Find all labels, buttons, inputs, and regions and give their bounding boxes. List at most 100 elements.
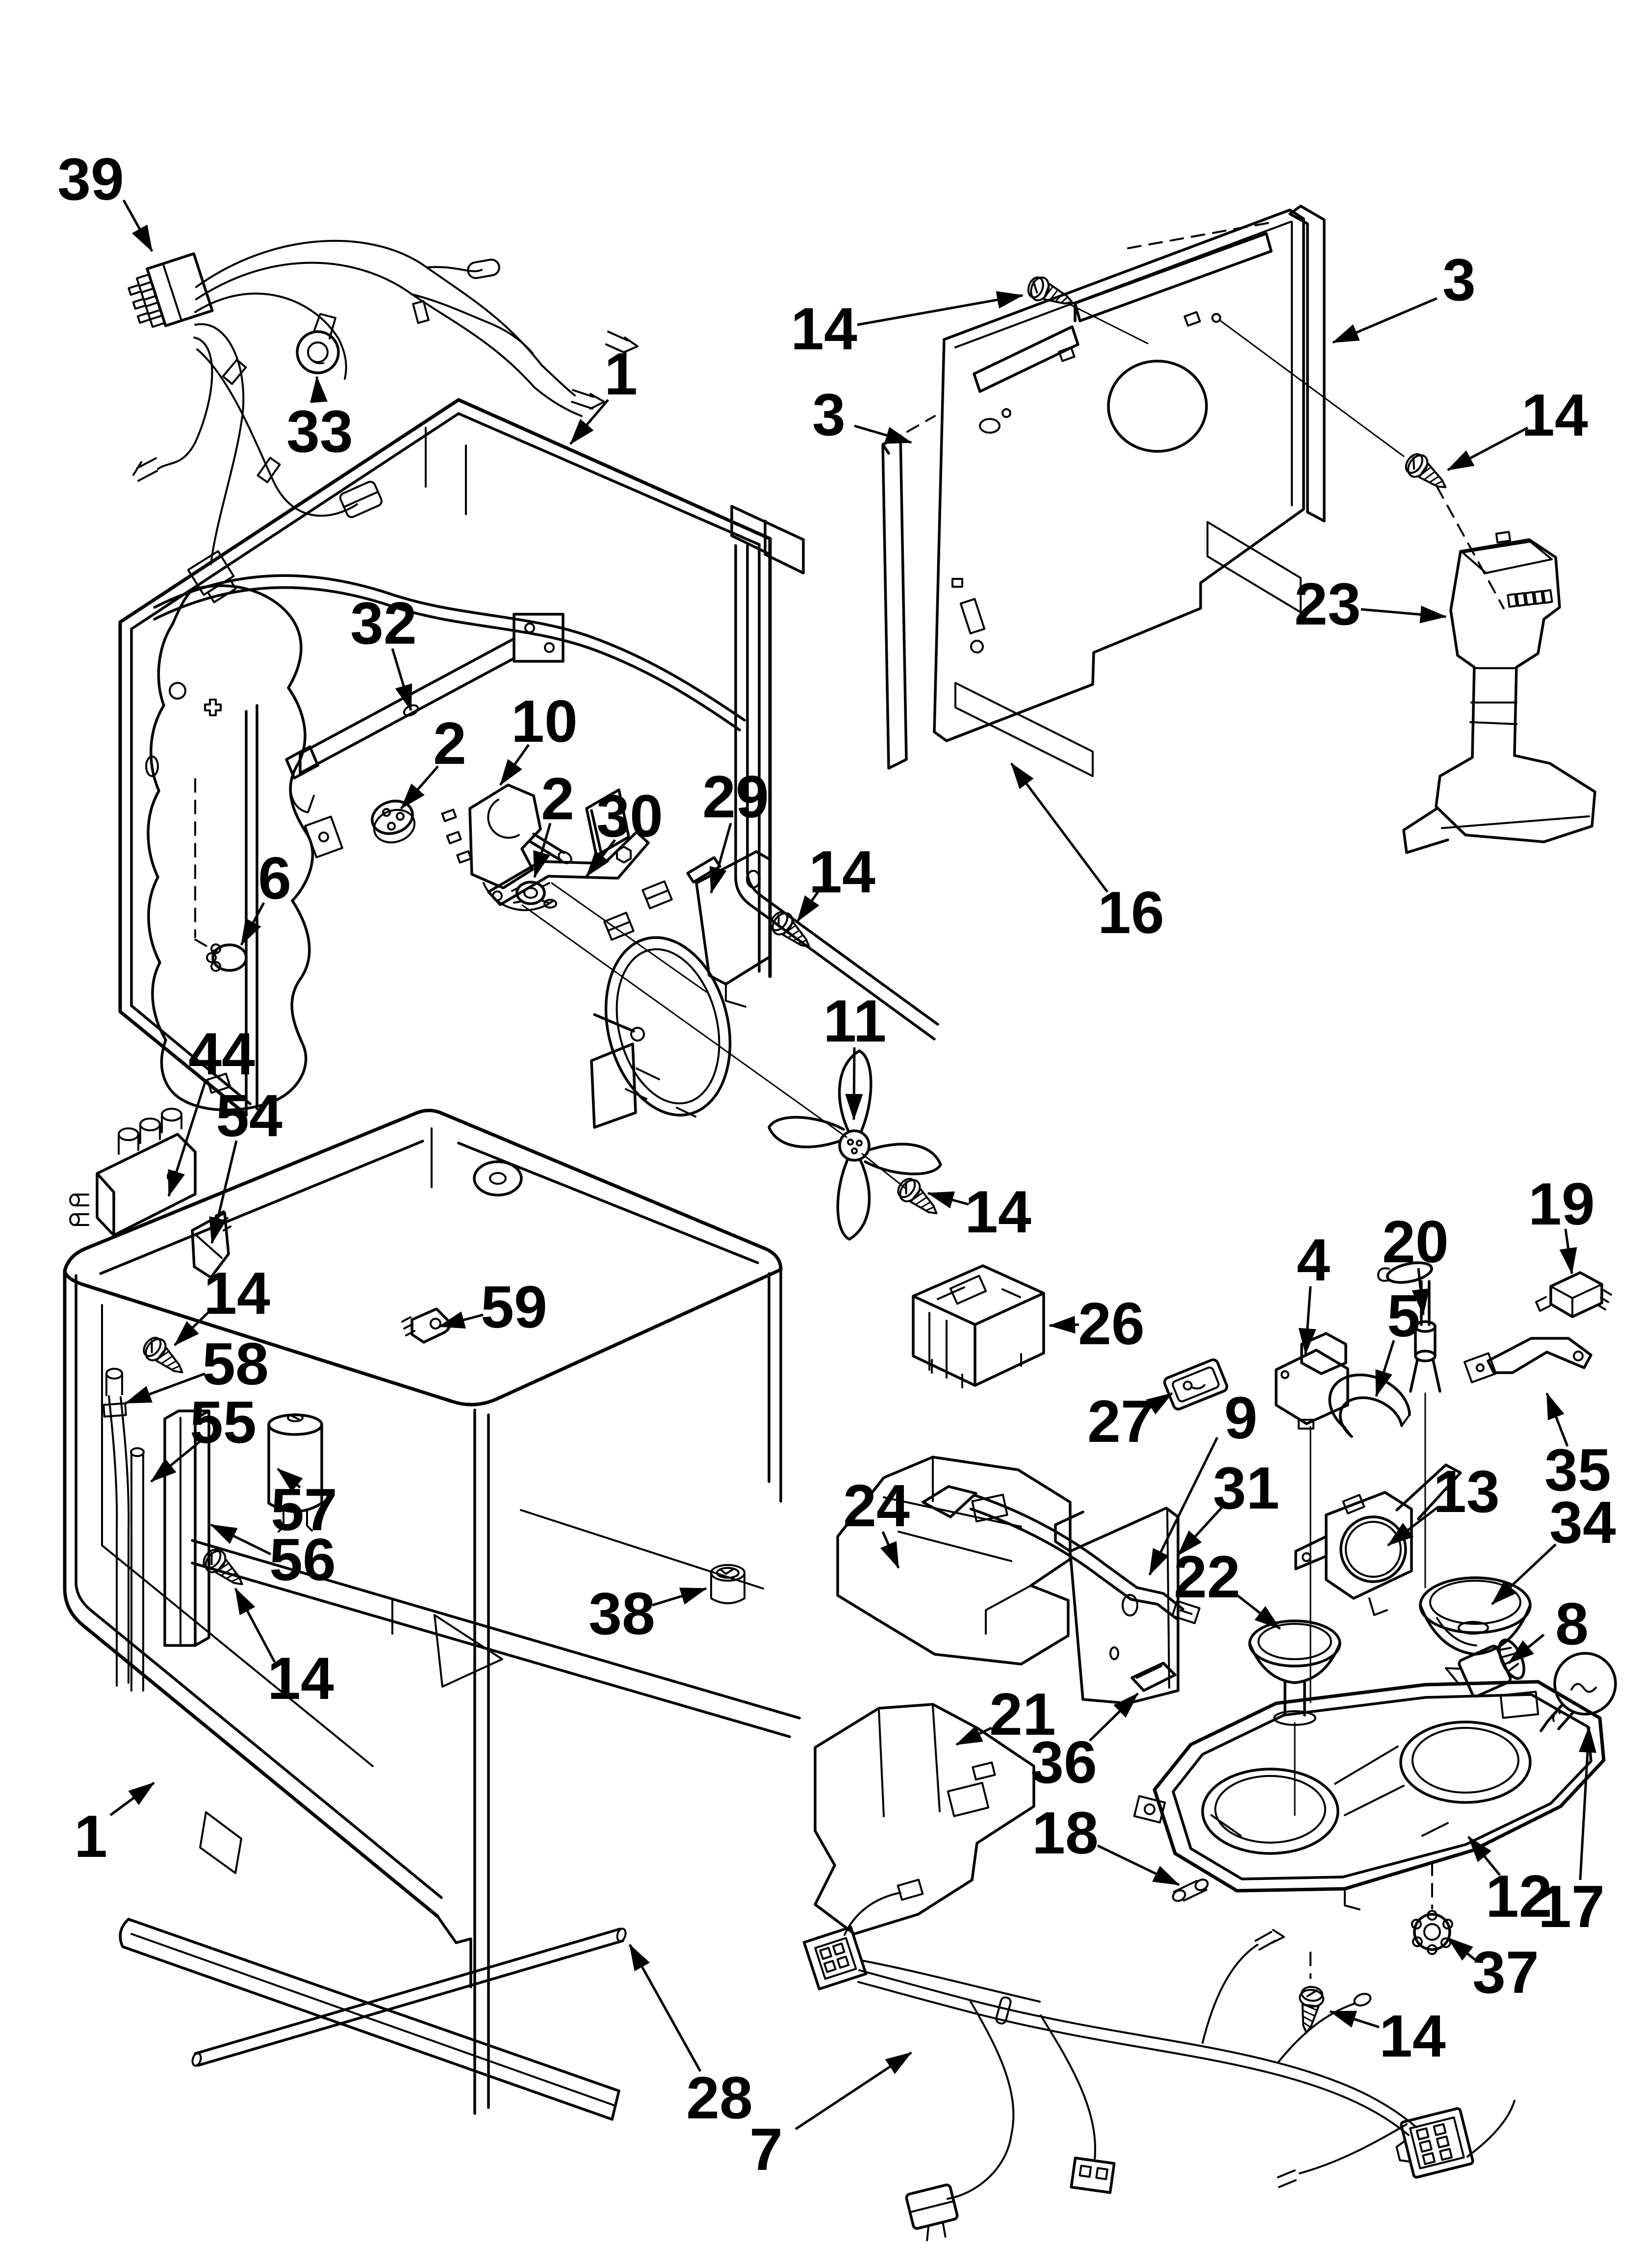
hose-5 [1328, 1373, 1411, 1438]
harness-connector [1395, 2107, 1474, 2179]
leader-arrow-2 [533, 823, 552, 878]
callout-31: 31 [1177, 1455, 1280, 1556]
leader-arrow-35 [1545, 1392, 1569, 1447]
callout-21: 21 [955, 1681, 1056, 1747]
leader-arrow-29 [709, 823, 732, 894]
callout-44: 44 [167, 1020, 255, 1197]
liner-bottom-rail [119, 1918, 620, 2121]
screw-14 [198, 1544, 252, 1593]
callout-11: 11 [823, 988, 886, 1121]
callout-20: 20 [1382, 1208, 1449, 1316]
leader-arrow-1 [569, 399, 609, 445]
callout-3: 3 [1332, 246, 1476, 344]
leader-arrow-4 [1298, 1286, 1316, 1355]
callout-1: 1 [569, 340, 638, 445]
leader-arrow-14 [857, 291, 1024, 326]
part-number-14: 14 [267, 1645, 334, 1712]
harness-wires [157, 239, 583, 565]
callout-56: 56 [210, 1523, 336, 1593]
part-number-14: 14 [965, 1178, 1031, 1245]
part-number-32: 32 [350, 590, 417, 656]
leader-arrow-23 [1360, 605, 1447, 624]
screw-14 [1295, 1984, 1326, 2035]
callout-34: 34 [1491, 1489, 1616, 1605]
leader-arrow-59 [438, 1311, 484, 1329]
callout-10: 10 [499, 688, 578, 786]
part-number-35: 35 [1544, 1436, 1611, 1503]
leader-arrow-32 [391, 648, 412, 711]
leader-arrow-18 [1097, 1844, 1180, 1886]
part-number-17: 17 [1538, 1873, 1605, 1940]
part-number-7: 7 [749, 2116, 783, 2183]
callout-12: 12 [1467, 1836, 1552, 1929]
part-number-23: 23 [1294, 571, 1361, 637]
callout-13: 13 [1387, 1458, 1500, 1546]
clip-19 [1535, 1271, 1612, 1318]
module-26 [912, 1264, 1045, 1388]
part-number-26: 26 [1078, 1290, 1145, 1357]
panel-trim-right-3 [1288, 205, 1326, 522]
part-number-18: 18 [1032, 1799, 1099, 1866]
leader-arrow-14 [927, 1191, 969, 1209]
part-number-14: 14 [1379, 2003, 1446, 2069]
part-number-21: 21 [989, 1681, 1056, 1747]
callout-58: 58 [125, 1330, 269, 1405]
callout-16: 16 [1010, 762, 1164, 946]
tube-strap-9 [922, 1485, 1201, 1624]
part-number-6: 6 [258, 845, 291, 912]
callout-38: 38 [589, 1580, 707, 1647]
lower-liner-shell [63, 1108, 801, 2121]
evaporator-fins-16 [954, 682, 1094, 777]
callout-14: 14 [174, 1260, 270, 1346]
part-number-13: 13 [1433, 1458, 1500, 1525]
part-number-54: 54 [216, 1082, 282, 1149]
part-number-55: 55 [190, 1389, 257, 1456]
part-number-14: 14 [204, 1260, 270, 1327]
callout-33: 33 [286, 376, 353, 465]
callout-2: 2 [533, 765, 574, 878]
harness-main-connector [128, 252, 214, 328]
callout-35: 35 [1544, 1392, 1611, 1503]
leader-arrow-38 [652, 1587, 707, 1607]
part-number-56: 56 [269, 1526, 336, 1593]
callout-32: 32 [350, 590, 417, 711]
float-arm-20 [1377, 1261, 1441, 1589]
leader-arrow-20 [1411, 1268, 1430, 1316]
power-plug [905, 2183, 959, 2242]
callout-9: 9 [1148, 1384, 1257, 1576]
leader-arrow-24 [880, 1531, 900, 1569]
tag-27 [1163, 1358, 1229, 1410]
leader-arrow-19 [1559, 1228, 1577, 1275]
callout-36: 36 [1030, 1693, 1139, 1796]
bowl-34 [1419, 1576, 1532, 1656]
leader-arrow-54 [209, 1140, 238, 1244]
callout-14: 14 [791, 291, 1024, 362]
leader-arrow-37 [1447, 1937, 1478, 1962]
part-number-8: 8 [1555, 1590, 1589, 1657]
part-number-28: 28 [686, 2064, 753, 2131]
callout-1: 1 [74, 1781, 155, 1870]
callout-18: 18 [1032, 1799, 1180, 1886]
part-number-12: 12 [1486, 1863, 1552, 1929]
part-number-14: 14 [809, 838, 875, 905]
callout-55: 55 [150, 1389, 257, 1483]
channel-56 [163, 1409, 210, 1647]
bracket-29 [603, 850, 771, 1008]
tube-55 [130, 1447, 145, 1692]
leader-arrow-44 [167, 1079, 207, 1197]
part-number-3: 3 [812, 381, 846, 448]
part-number-39: 39 [57, 146, 124, 212]
part-number-5: 5 [1387, 1282, 1420, 1349]
back-panel-assembly [881, 205, 1596, 854]
callout-27: 27 [1087, 1388, 1173, 1455]
leader-arrow-26 [1049, 1316, 1079, 1334]
cabinet-corner-flap [730, 505, 805, 574]
funnel-cup-22 [1248, 1619, 1341, 1816]
upper-cabinet-1 [118, 398, 939, 1138]
callout-3: 3 [812, 381, 912, 448]
leader-arrow-3 [1332, 297, 1437, 344]
water-valve-44 [69, 1108, 197, 1237]
part-number-34: 34 [1549, 1489, 1616, 1556]
callout-14: 14 [927, 1178, 1031, 1245]
